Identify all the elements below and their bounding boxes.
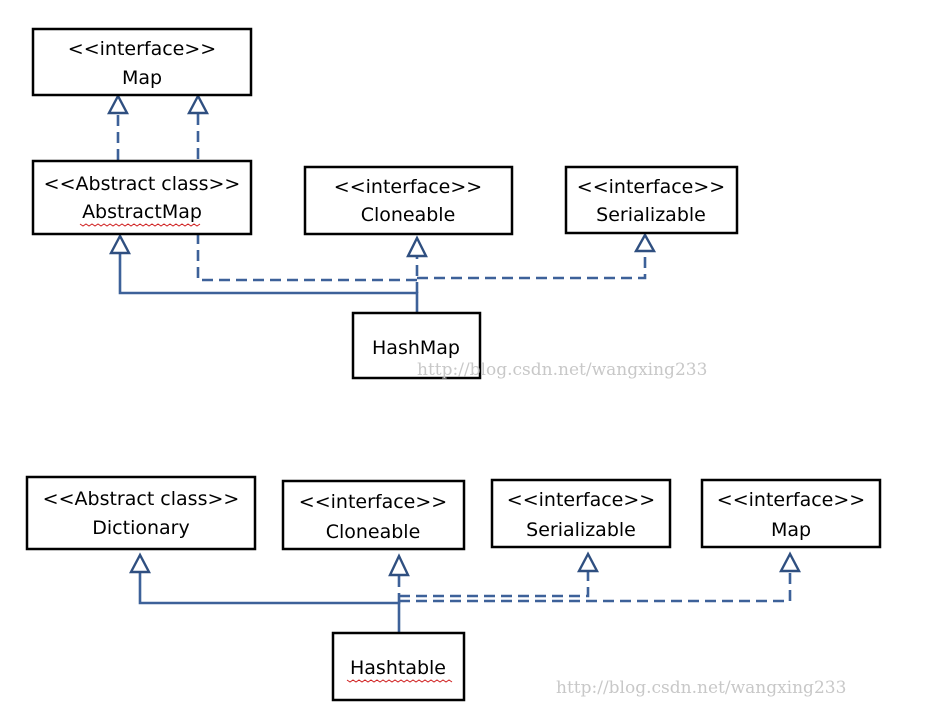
box-stereotype: <<interface>> xyxy=(299,491,447,513)
box-name: Map xyxy=(122,67,162,89)
box-stereotype: <<interface>> xyxy=(334,176,482,198)
diagram-hashmap: <<interface>> Map <<Abstract class>> Abs… xyxy=(31,27,739,380)
box-name: Hashtable xyxy=(350,657,446,679)
box-hashtable[interactable]: Hashtable xyxy=(331,631,466,702)
edge-hashmap-to-abstractmap xyxy=(118,251,419,312)
triangle-arrowhead-icon xyxy=(406,235,428,258)
hashtable-edges xyxy=(138,572,792,632)
edge-hashtable-to-serializable xyxy=(399,572,590,598)
box-name: Map xyxy=(771,519,811,541)
triangle-arrowhead-icon xyxy=(388,553,410,577)
box-stereotype: <<interface>> xyxy=(717,489,865,511)
triangle-arrowhead-icon xyxy=(107,93,129,115)
hashtable-arrowheads xyxy=(129,551,801,577)
edge-hashtable-to-map xyxy=(399,572,792,603)
hashmap-arrowheads xyxy=(107,93,657,258)
watermark-text: http://blog.csdn.net/wangxing233 xyxy=(417,360,707,380)
triangle-arrowhead-icon xyxy=(109,233,131,255)
box-stereotype: <<Abstract class>> xyxy=(43,488,240,510)
edge-hashmap-to-serializable xyxy=(417,250,647,280)
box-stereotype: <<interface>> xyxy=(577,176,725,198)
spellcheck-underline xyxy=(79,223,201,227)
box-cloneable[interactable]: <<interface>> Cloneable xyxy=(281,479,466,551)
box-name: Dictionary xyxy=(92,517,189,539)
box-dictionary[interactable]: <<Abstract class>> Dictionary xyxy=(25,475,257,551)
box-name: AbstractMap xyxy=(82,201,202,223)
spellcheck-underline xyxy=(346,679,453,683)
box-name: Serializable xyxy=(526,519,636,541)
triangle-arrowhead-icon xyxy=(779,551,801,573)
diagram-hashtable: <<Abstract class>> Dictionary <<interfac… xyxy=(25,475,882,702)
box-stereotype: <<Abstract class>> xyxy=(44,173,241,195)
box-cloneable[interactable]: <<interface>> Cloneable xyxy=(303,165,514,236)
box-stereotype: <<interface>> xyxy=(507,489,655,511)
box-map[interactable]: <<interface>> Map xyxy=(700,478,882,549)
watermark-text: http://blog.csdn.net/wangxing233 xyxy=(556,678,846,698)
box-map[interactable]: <<interface>> Map xyxy=(31,27,253,97)
box-name: HashMap xyxy=(372,337,460,359)
triangle-arrowhead-icon xyxy=(187,93,209,115)
box-name: Cloneable xyxy=(361,204,456,226)
box-serializable[interactable]: <<interface>> Serializable xyxy=(564,165,739,235)
box-serializable[interactable]: <<interface>> Serializable xyxy=(490,478,672,549)
edge-hashtable-to-dictionary xyxy=(138,572,401,632)
box-hashmap[interactable]: HashMap xyxy=(351,311,482,380)
box-name: Serializable xyxy=(596,204,706,226)
triangle-arrowhead-icon xyxy=(577,551,599,573)
triangle-arrowhead-icon xyxy=(129,552,151,574)
triangle-arrowhead-icon xyxy=(633,232,657,253)
box-abstractmap[interactable]: <<Abstract class>> AbstractMap xyxy=(31,159,253,236)
box-stereotype: <<interface>> xyxy=(68,38,216,60)
box-name: Cloneable xyxy=(326,521,421,543)
